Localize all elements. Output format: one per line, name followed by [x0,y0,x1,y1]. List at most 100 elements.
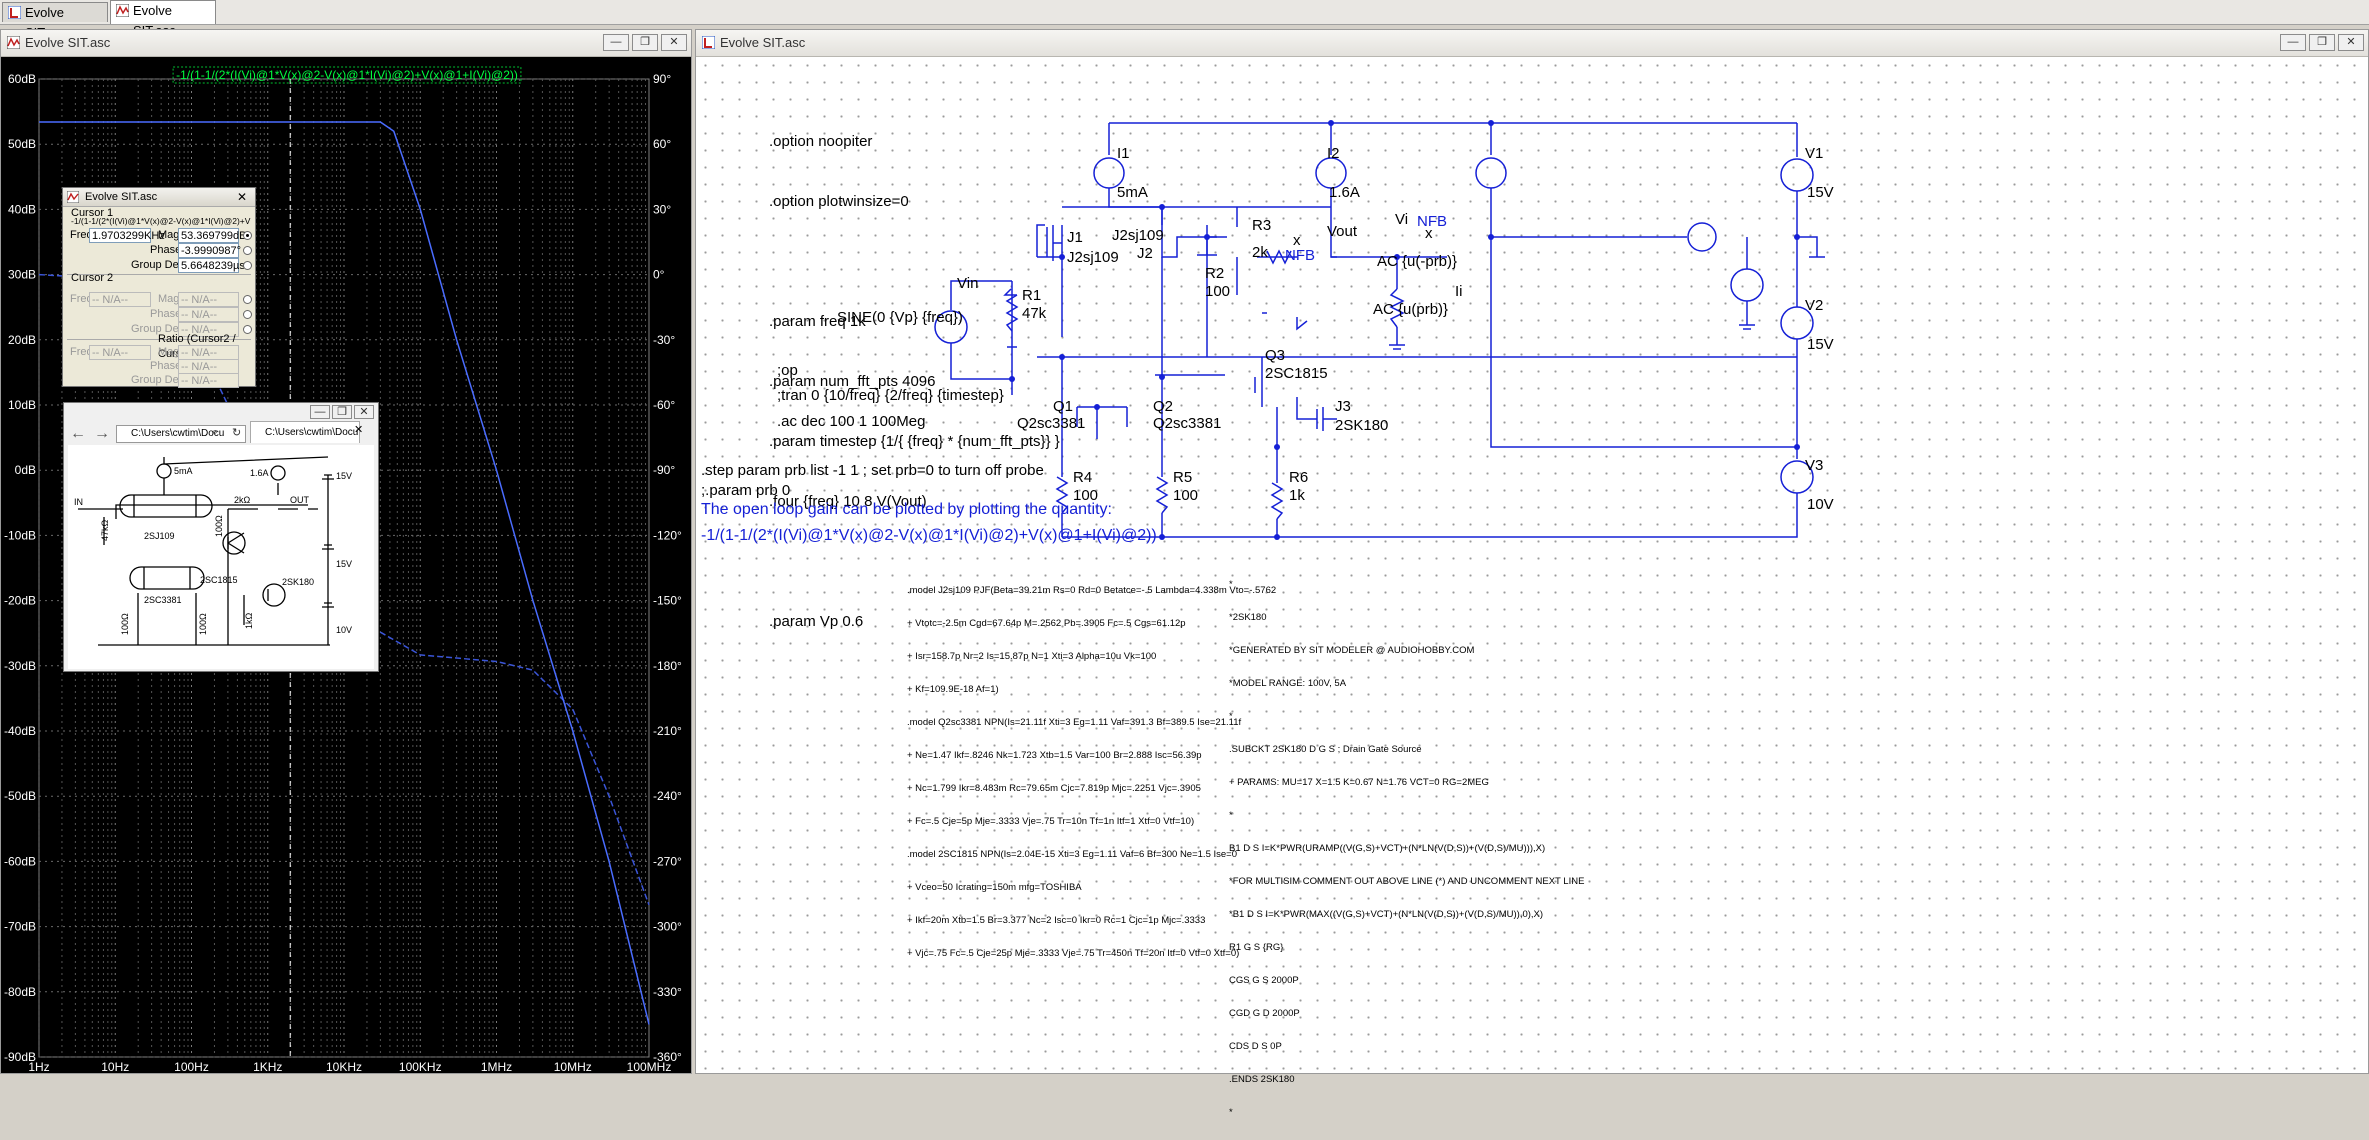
forward-arrow-icon[interactable]: → [94,425,110,442]
label-Vi[interactable]: Vi [1395,211,1409,228]
sine-source-value[interactable]: SINE(0 {Vp} {freq}) [837,309,963,326]
phase-trace [38,273,650,906]
ac-directive[interactable]: .ac dec 100 1 100Meg [777,413,926,430]
label-J3[interactable]: J3 [1335,398,1351,415]
label-V3[interactable]: V3 [1805,457,1824,474]
label-R2[interactable]: R2 [1205,265,1225,282]
label-Vin[interactable]: Vin [957,275,979,292]
label-V3-value[interactable]: 10V [1807,496,1834,513]
label-Ii[interactable]: Ii [1455,283,1463,300]
label-V2[interactable]: V2 [1805,297,1824,314]
label-Vi-ac[interactable]: AC {u(-prb)} [1377,253,1458,270]
label-R3-value[interactable]: 2k [1252,244,1268,261]
label-Q1-model[interactable]: Q2sc3381 [1017,415,1086,432]
close-icon[interactable]: ✕ [236,190,247,204]
schematic-window-titlebar[interactable]: Evolve SIT.asc — ❐ ✕ [696,30,2368,57]
label-R5-value[interactable]: 100 [1173,487,1199,504]
minimize-button[interactable]: — [2280,34,2306,51]
model-line: .model Q2sc3381 NPN(Is=21.11f Xti=3 Eg=1… [907,717,1242,728]
y-right-tick-label: 30° [653,202,671,216]
browser-tab[interactable]: C:\Users\cwtim\Docu... [250,421,360,443]
label-net-x[interactable]: x [1293,232,1301,249]
label-Q2-model[interactable]: Q2sc3381 [1153,415,1222,432]
restore-button[interactable]: ❐ [632,34,658,51]
label-V1[interactable]: V1 [1805,145,1824,162]
mini-label-2sc3381: 2SC3381 [144,595,182,605]
close-icon[interactable]: ✕ [354,424,364,436]
browser-tab-label: C:\Users\cwtim\Docu... [265,427,360,438]
directive-line: .option noopiter [769,133,873,150]
label-R6-value[interactable]: 1k [1289,487,1305,504]
step-directive[interactable]: .step param prb list -1 1 ; set prb=0 to… [701,462,1044,479]
label-Q3-model[interactable]: 2SC1815 [1265,365,1328,382]
label-R3[interactable]: R3 [1252,217,1272,234]
label-net-nfb-2[interactable]: NFB [1417,213,1447,230]
back-arrow-icon[interactable]: ← [70,425,86,442]
label-J3-model[interactable]: 2SK180 [1335,417,1389,434]
label-Q3[interactable]: Q3 [1265,347,1286,364]
x-tick-label: 100KHz [399,1060,442,1073]
cursor1-phase-field[interactable]: -3.9990987° [178,243,241,258]
label-R4[interactable]: R4 [1073,469,1093,486]
cursor-dialog-titlebar[interactable]: Evolve SIT.asc ✕ [63,188,255,207]
tab-evolve-sit-2[interactable]: Evolve SIT.asc [110,0,216,38]
y-right-tick-label: -30° [653,333,675,347]
label-I2[interactable]: I2 [1327,145,1340,162]
label-Ii-ac[interactable]: AC {u(prb)} [1373,301,1449,318]
param-prb-directive[interactable]: ;.param prb 0 [701,482,791,499]
waveform-window-titlebar[interactable]: Evolve SIT.asc — ❐ ✕ [1,30,691,57]
subckt-line: * [1229,1107,1233,1118]
label-V2-value[interactable]: 15V [1807,336,1834,353]
label-J2-model[interactable]: J2sj109 [1112,227,1164,244]
cursor1-mag-radio[interactable] [243,231,252,240]
search-icon[interactable]: ⌕ [212,426,219,438]
label-J2[interactable]: J2 [1137,245,1153,262]
label-R5[interactable]: R5 [1173,469,1193,486]
label-Q2[interactable]: Q2 [1153,398,1174,415]
cursor1-gd-radio[interactable] [243,261,252,270]
note-text[interactable]: The open loop gain can be plotted by plo… [701,501,1112,518]
mini-label-100-r5: 100Ω [198,613,208,635]
op-directive[interactable]: ;op [777,362,798,379]
address-bar[interactable]: C:\Users\cwtim\Docu [116,425,246,443]
minimize-button[interactable]: — [310,405,330,419]
cursor1-freq-field[interactable]: 1.9703299KHz [89,228,165,243]
model-line: + Kf=109.9E-18 Af=1) [907,684,999,695]
schematic-canvas[interactable]: .option noopiter .option plotwinsize=0 .… [697,57,2367,1118]
subckt-line: .ENDS 2SK180 [1229,1074,1295,1085]
label-R1[interactable]: R1 [1022,287,1042,304]
restore-button[interactable]: ❐ [2309,34,2335,51]
trace-expression[interactable]: -1/(1-1/(2*(I(Vi)@1*V(x)@2-V(x)@1*I(Vi)@… [176,68,518,82]
note-expression[interactable]: -1/(1-1/(2*(I(Vi)@1*V(x)@2-V(x)@1*I(Vi)@… [701,527,1157,544]
label-R6[interactable]: R6 [1289,469,1309,486]
label-R2-value[interactable]: 100 [1205,283,1231,300]
label-R4-value[interactable]: 100 [1073,487,1099,504]
label-J1[interactable]: J1 [1067,229,1083,246]
label-I2-value[interactable]: 1.6A [1329,184,1360,201]
label-V1-value[interactable]: 15V [1807,184,1834,201]
tab-evolve-sit-1[interactable]: Evolve SIT.asc [2,2,108,40]
refresh-icon[interactable]: ↻ [232,427,242,439]
cursor1-mag-field[interactable]: 53.369799dB [178,228,246,243]
label-R1-value[interactable]: 47k [1022,305,1047,322]
label-Q1[interactable]: Q1 [1053,398,1074,415]
close-button[interactable]: ✕ [354,405,374,419]
restore-button[interactable]: ❐ [332,405,352,419]
cursor1-phase-radio[interactable] [243,246,252,255]
label-net-nfb[interactable]: NFB [1285,247,1315,264]
label-J1-model[interactable]: J2sj109 [1067,249,1119,266]
close-button[interactable]: ✕ [2338,34,2364,51]
subckt-definition[interactable]: * *2SK180 *GENERATED BY SIT MODELER @ AU… [1229,557,1584,1140]
ltspice-icon [8,6,21,19]
cursor1-group-delay-field[interactable]: 5.6648239µs [178,258,245,273]
tran-directive[interactable]: ;tran 0 {10/freq} {2/freq} {timestep} [777,387,1004,404]
model-definitions[interactable]: .model J2sj109 PJF(Beta=39.21m Rs=0 Rd=0… [907,563,1276,981]
label-I1-value[interactable]: 5mA [1117,184,1148,201]
label-I1[interactable]: I1 [1117,145,1130,162]
label-vout[interactable]: Vout [1327,223,1358,240]
close-button[interactable]: ✕ [661,34,687,51]
y-right-tick-label: -150° [653,594,682,608]
label-net-x-2[interactable]: x [1425,225,1433,242]
minimize-button[interactable]: — [603,34,629,51]
spice-directives[interactable]: .option noopiter .option plotwinsize=0 .… [769,92,1060,672]
